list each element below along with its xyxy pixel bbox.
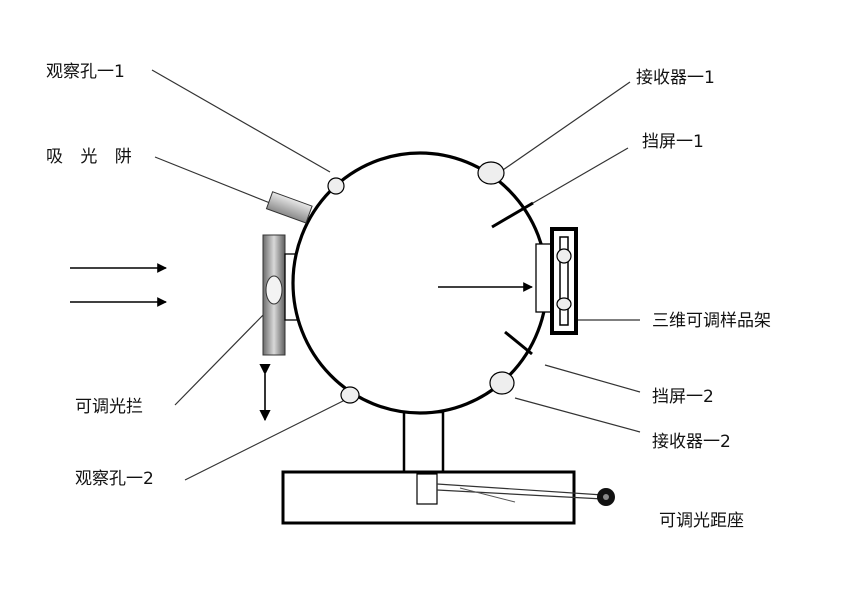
label-screen-1: 挡屏一1 — [642, 132, 704, 152]
sample-holder-knob-top — [556, 248, 572, 264]
adjust-rod-thread — [459, 487, 516, 503]
label-observe-hole-2: 观察孔一2 — [75, 469, 154, 489]
leader-receiver-2 — [514, 397, 641, 433]
label-distance-base: 可调光距座 — [659, 511, 744, 531]
label-observe-hole-1: 观察孔一1 — [46, 62, 125, 82]
leader-observe-hole-1 — [151, 69, 331, 173]
leader-screen-2 — [544, 364, 641, 393]
label-receiver-2: 接收器一2 — [652, 432, 731, 452]
sample-holder-knob-bottom — [556, 297, 572, 311]
leader-adjustable-stop — [174, 309, 269, 406]
label-sample-holder: 三维可调样品架 — [652, 311, 771, 331]
adjustable-stop-aperture — [265, 275, 283, 305]
leader-receiver-1 — [499, 81, 631, 173]
observe-hole-2 — [340, 386, 360, 404]
leader-screen-1 — [532, 147, 629, 204]
slider-block — [416, 473, 438, 505]
label-screen-2: 挡屏一2 — [652, 387, 714, 407]
label-adjustable-stop: 可调光拦 — [75, 397, 143, 417]
adjust-rod — [436, 483, 604, 496]
label-light-trap: 吸 光 阱 — [46, 147, 138, 167]
adjust-knob-center — [603, 494, 609, 500]
light-trap — [265, 191, 313, 224]
receiver-2-port — [489, 371, 515, 395]
screen-1-baffle — [491, 201, 534, 229]
sample-holder-slot — [559, 236, 569, 326]
sample-port — [535, 243, 553, 313]
leader-light-trap — [154, 156, 276, 206]
observe-hole-1 — [327, 177, 345, 195]
leader-lines — [151, 69, 641, 481]
screen-2-baffle — [504, 330, 533, 356]
sphere-stand — [402, 410, 445, 474]
adjust-rod-2 — [436, 489, 604, 500]
receiver-1-port — [477, 161, 505, 185]
label-receiver-1: 接收器一1 — [636, 68, 715, 88]
leader-observe-hole-2 — [184, 399, 346, 481]
